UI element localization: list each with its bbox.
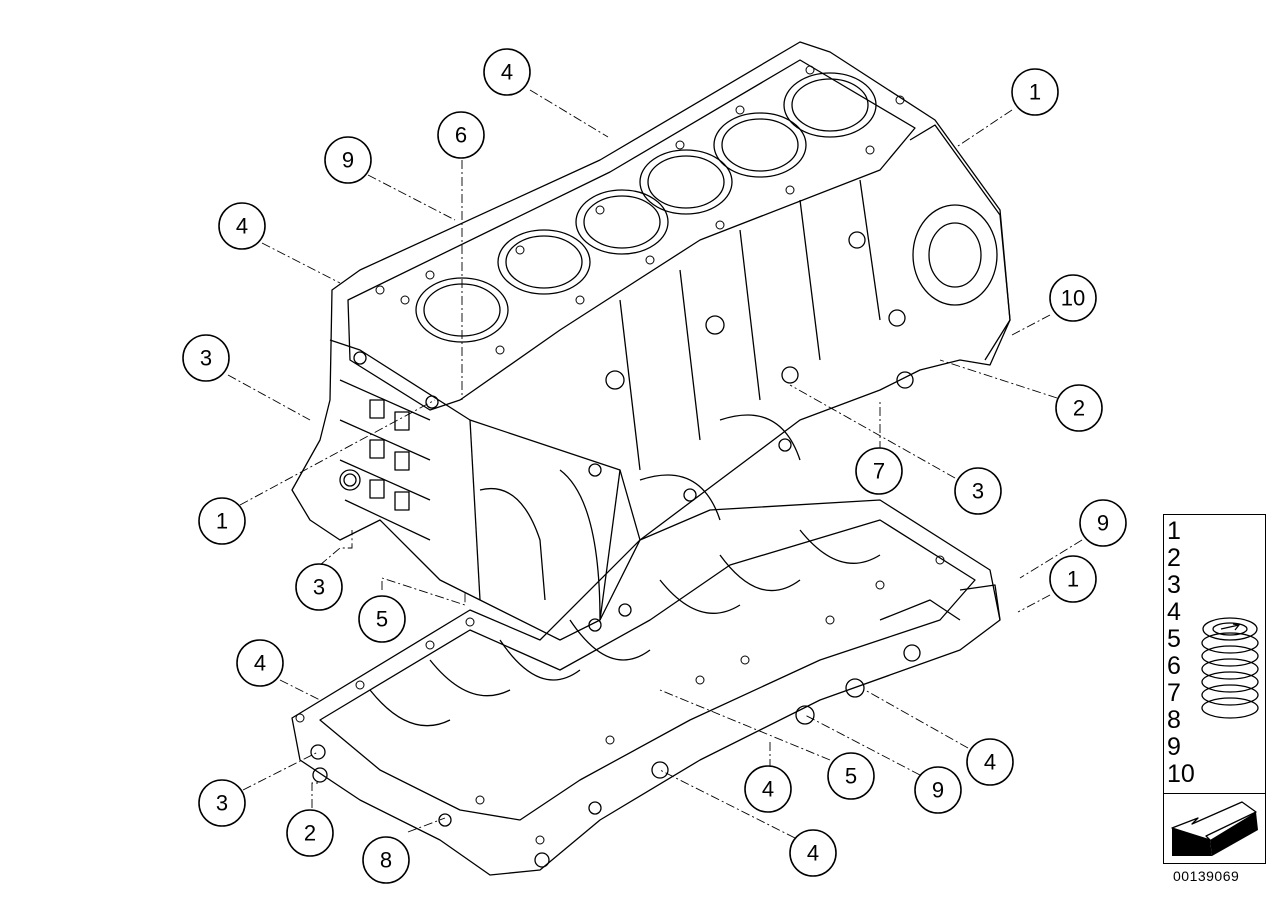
svg-text:8: 8 <box>380 848 392 873</box>
legend-item: 8 <box>1167 706 1181 734</box>
callout-9-right: 9 <box>1079 499 1127 547</box>
svg-text:4: 4 <box>501 60 513 85</box>
legend-item: 3 <box>1167 571 1181 599</box>
callout-2-bottom: 2 <box>286 809 334 857</box>
legend-item: 7 <box>1167 679 1181 707</box>
callout-1-top-right: 1 <box>1011 68 1059 116</box>
svg-text:4: 4 <box>807 841 819 866</box>
svg-text:1: 1 <box>216 509 228 534</box>
coil-spring-icon <box>1201 617 1259 719</box>
legend-item: 9 <box>1167 733 1181 761</box>
callout-5-bottom: 5 <box>827 752 875 800</box>
direction-arrow-icon <box>1171 801 1258 856</box>
cylinder-block-drawing <box>291 41 1011 641</box>
callout-4-lower-left: 4 <box>236 639 284 687</box>
svg-text:1: 1 <box>1029 80 1041 105</box>
legend-panel: 1 2 3 4 5 6 7 8 9 10 <box>1163 514 1266 864</box>
svg-text:10: 10 <box>1061 286 1085 311</box>
callout-7-upper: 7 <box>855 447 903 495</box>
legend-item: 6 <box>1167 652 1181 680</box>
svg-text:5: 5 <box>845 764 857 789</box>
callout-2-right: 2 <box>1055 384 1103 432</box>
callout-6: 6 <box>437 111 485 159</box>
svg-text:4: 4 <box>236 214 248 239</box>
legend-item: 1 <box>1167 517 1181 545</box>
svg-text:4: 4 <box>762 777 774 802</box>
callout-10: 10 <box>1049 274 1097 322</box>
svg-text:2: 2 <box>304 821 316 846</box>
svg-text:1: 1 <box>1067 567 1079 592</box>
callout-3-right: 3 <box>954 467 1002 515</box>
leader-lines <box>227 89 1083 839</box>
callout-9-top: 9 <box>324 136 372 184</box>
callout-4-lower-right: 4 <box>966 738 1014 786</box>
callouts: 4 1 6 9 4 10 3 2 <box>182 48 1127 884</box>
svg-text:3: 3 <box>313 575 325 600</box>
callout-4-bottom: 4 <box>744 765 792 813</box>
legend-item: 4 <box>1167 598 1181 626</box>
callout-8: 8 <box>362 836 410 884</box>
svg-text:5: 5 <box>376 607 388 632</box>
callout-5-left: 5 <box>358 595 406 643</box>
svg-text:3: 3 <box>200 346 212 371</box>
svg-text:2: 2 <box>1073 396 1085 421</box>
legend-item: 5 <box>1167 625 1181 653</box>
legend-item: 2 <box>1167 544 1181 572</box>
callout-3-bottom-left: 3 <box>198 779 246 827</box>
svg-text:7: 7 <box>873 459 885 484</box>
callout-3-left: 3 <box>182 334 230 382</box>
callout-1-left: 1 <box>198 497 246 545</box>
svg-text:3: 3 <box>972 479 984 504</box>
legend-item: 10 <box>1167 760 1195 788</box>
callout-3-middle-left: 3 <box>295 563 343 611</box>
svg-text:4: 4 <box>254 651 266 676</box>
callout-4-top: 4 <box>483 48 531 96</box>
bedplate-drawing <box>291 499 1001 876</box>
legend-divider <box>1164 793 1265 794</box>
svg-text:4: 4 <box>984 750 996 775</box>
legend-number-list: 1 2 3 4 5 6 7 8 9 10 <box>1167 518 1195 788</box>
callout-7-bottom: 4 <box>789 829 837 877</box>
callout-1-right: 1 <box>1049 555 1097 603</box>
svg-text:9: 9 <box>342 148 354 173</box>
diagram-id-label: 00139069 <box>1173 868 1240 884</box>
svg-text:3: 3 <box>216 791 228 816</box>
callout-4-upper-left: 4 <box>218 202 266 250</box>
svg-text:9: 9 <box>1097 511 1109 536</box>
svg-text:6: 6 <box>455 123 467 148</box>
callout-9-bottom: 9 <box>914 766 962 814</box>
svg-text:9: 9 <box>932 778 944 803</box>
